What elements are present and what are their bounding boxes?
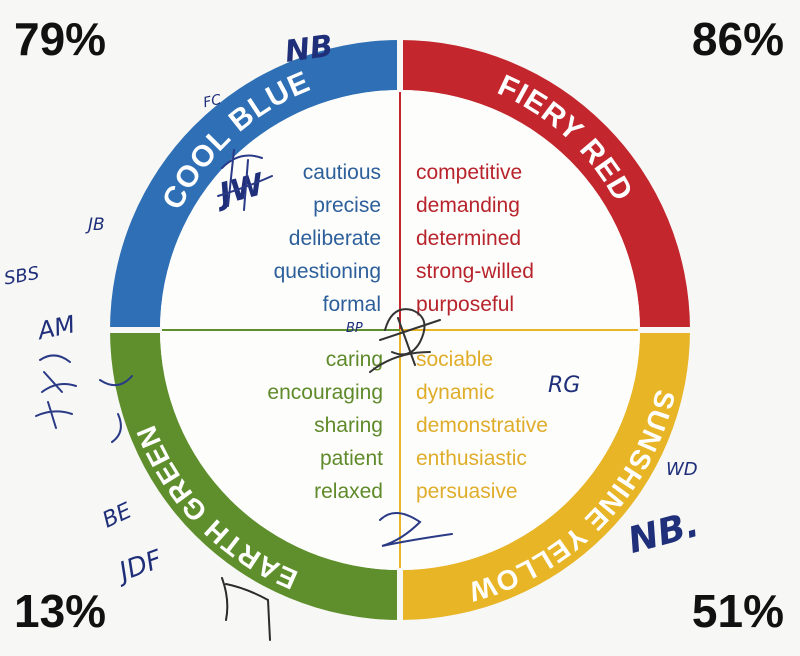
percent-earth-green: 13% <box>14 585 107 637</box>
trait-blue-2: precise <box>313 194 381 217</box>
trait-yellow-2: dynamic <box>416 381 494 404</box>
initials-nb-top: NB <box>283 29 335 70</box>
trait-yellow-1: sociable <box>416 348 493 371</box>
scribble-jw-overlay <box>217 149 273 211</box>
initials-jdf: JDF <box>111 544 167 589</box>
initials-wd: WD <box>666 459 698 480</box>
trait-green-2: encouraging <box>267 381 383 404</box>
percent-sunshine-yellow: 51% <box>691 585 784 637</box>
scribble-bottom-center <box>379 512 453 547</box>
ring-segment-yellow <box>400 330 690 620</box>
trait-red-5: purposeful <box>416 293 514 316</box>
percent-fiery-red: 86% <box>691 13 784 65</box>
trait-red-3: determined <box>416 227 521 250</box>
initials-rg: RG <box>548 373 580 398</box>
trait-blue-5: formal <box>323 293 381 316</box>
traits-red: competitive demanding determined strong-… <box>416 161 534 316</box>
trait-green-1: caring <box>326 348 383 371</box>
trait-yellow-5: persuasive <box>416 480 518 503</box>
trait-green-4: patient <box>320 447 383 470</box>
scribble-green-sig <box>221 577 271 641</box>
scribble-am-sig <box>35 354 77 429</box>
scribble-center <box>369 308 441 373</box>
initials-bp: BP <box>346 321 363 336</box>
trait-yellow-3: demonstrative <box>416 414 548 437</box>
traits-blue: cautious precise deliberate questioning … <box>274 161 381 316</box>
trait-blue-4: questioning <box>274 260 381 283</box>
initials-jb: JB <box>85 215 105 235</box>
ring-segment-green <box>110 330 400 620</box>
percent-cool-blue: 79% <box>14 13 107 65</box>
traits-yellow: sociable dynamic demonstrative enthusias… <box>416 348 548 503</box>
outer-ring <box>110 40 690 620</box>
trait-green-3: sharing <box>314 414 383 437</box>
initials-am: AM <box>34 310 78 346</box>
traits-green: caring encouraging sharing patient relax… <box>267 348 383 503</box>
initials-sbs: SBS <box>3 263 41 290</box>
signature-scribbles <box>35 149 453 641</box>
trait-red-1: competitive <box>416 161 522 184</box>
trait-blue-3: deliberate <box>289 227 381 250</box>
scribble-blue-lines <box>99 375 133 443</box>
trait-red-2: demanding <box>416 194 520 217</box>
trait-yellow-4: enthusiastic <box>416 447 527 470</box>
ring-segment-red <box>400 40 690 330</box>
initials-be: BE <box>99 498 136 533</box>
trait-blue-1: cautious <box>303 161 381 184</box>
ring-gaps <box>106 36 694 624</box>
trait-green-5: relaxed <box>314 480 383 503</box>
initials-fc: FC <box>202 92 223 111</box>
initials-nb-bottom: NB. <box>624 504 703 562</box>
ring-segment-blue <box>110 40 400 330</box>
trait-red-4: strong-willed <box>416 260 534 283</box>
